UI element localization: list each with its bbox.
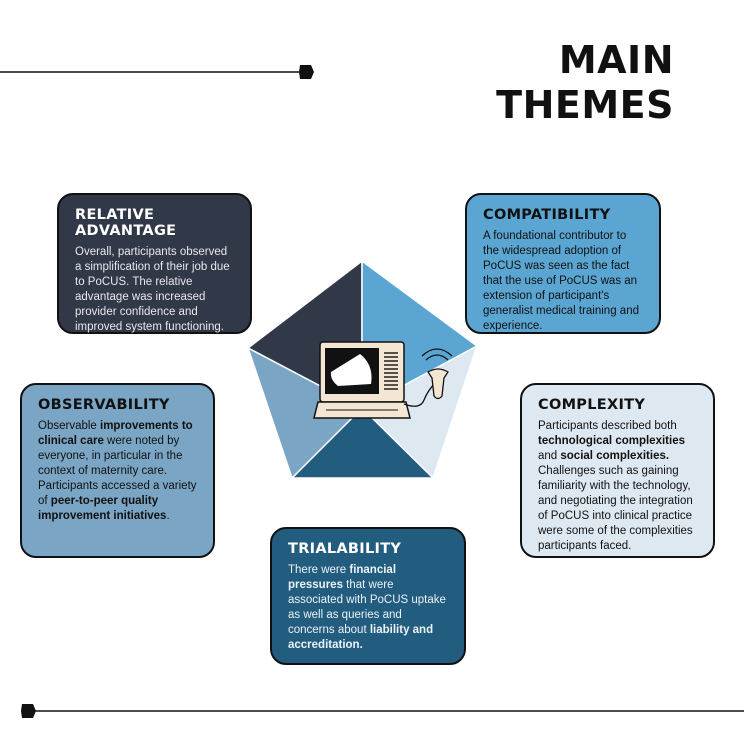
trialability-card: TRIALABILITY There were financial pressu… [270, 527, 466, 665]
main-title: MAIN THEMES [496, 38, 674, 128]
complexity-card: COMPLEXITY Participants described both t… [520, 383, 715, 558]
trialability-heading: TRIALABILITY [288, 541, 402, 557]
title-line-2: THEMES [496, 83, 674, 127]
complexity-bold-2: social complexities. [560, 450, 670, 462]
relative-advantage-heading: RELATIVE ADVANTAGE [75, 207, 177, 239]
bottom-rule-dot [21, 704, 36, 718]
trialability-bold-1: financial pressures [288, 564, 397, 591]
complexity-heading: COMPLEXITY [538, 397, 646, 413]
compatibility-card: COMPATIBILITY A foundational contributor… [465, 193, 661, 334]
complexity-text-1: Participants described both [538, 420, 677, 432]
complexity-text: Participants described both technologica… [538, 419, 699, 554]
compatibility-text: A foundational contributor to the widesp… [483, 230, 639, 332]
top-rule-dot [299, 65, 314, 79]
observability-text-2: were noted by everyone, in particular in… [38, 435, 197, 507]
ultrasound-machine-icon [313, 341, 453, 419]
observability-text-3: . [166, 510, 170, 522]
trialability-bold-2: liability and accreditation. [288, 624, 434, 651]
relative-advantage-text: Overall, participants observed a simplif… [75, 246, 230, 333]
complexity-bold-1: technological complexities [538, 435, 685, 447]
trialability-text-1: There were [288, 564, 350, 576]
observability-text-1: Observable [38, 420, 101, 432]
observability-card: OBSERVABILITY Observable improvements to… [20, 383, 215, 558]
compatibility-heading: COMPATIBILITY [483, 207, 611, 223]
pentagon-segment-observability [246, 346, 364, 480]
complexity-text-3: Challenges such as gaining familiarity w… [538, 465, 693, 552]
observability-text: Observable improvements to clinical care… [38, 419, 199, 524]
relative-advantage-card: RELATIVE ADVANTAGE Overall, participants… [57, 193, 252, 334]
trialability-text-2: that were associated with PoCUS uptake a… [288, 579, 446, 636]
trialability-text: There were financial pressures that were… [288, 563, 450, 653]
observability-bold-2: peer-to-peer quality improvement initiat… [38, 495, 167, 522]
observability-bold-1: improvements to clinical care [38, 420, 193, 447]
title-line-1: MAIN [558, 38, 674, 82]
complexity-text-2: and [538, 450, 561, 462]
observability-heading: OBSERVABILITY [38, 397, 170, 413]
